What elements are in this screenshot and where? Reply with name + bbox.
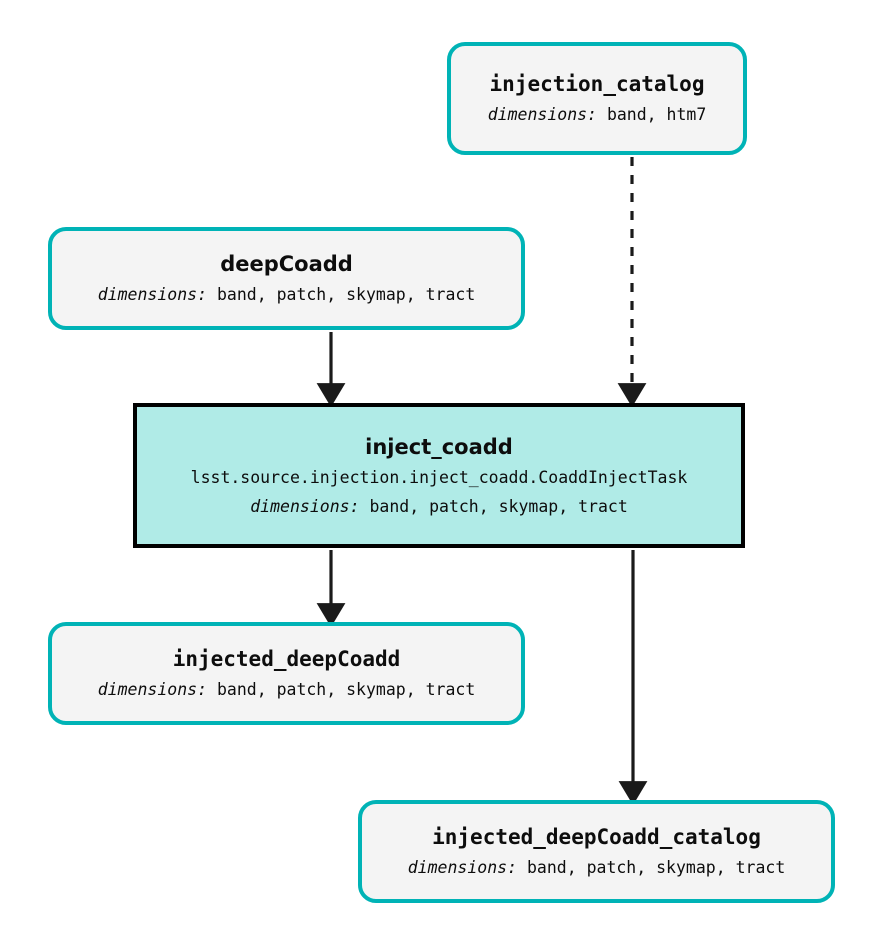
node-inject-coadd[interactable]: inject_coadd lsst.source.injection.injec… [133, 403, 745, 548]
dimensions-value: band, patch, skymap, tract [216, 680, 476, 700]
dimensions-value: band, patch, skymap, tract [369, 496, 628, 516]
node-inject-coadd-class: lsst.source.injection.inject_coadd.Coadd… [190, 467, 688, 487]
node-injected-deepcoadd-title: injected_deepCoadd [172, 647, 401, 672]
node-injection-catalog[interactable]: injection_catalog dimensions: band, htm7 [447, 42, 747, 155]
node-injected-deepcoadd[interactable]: injected_deepCoadd dimensions: band, pat… [48, 622, 525, 725]
dimensions-label: dimensions: [97, 680, 208, 700]
dimensions-value: band, patch, skymap, tract [526, 858, 786, 878]
node-inject-coadd-dimensions: dimensions: band, patch, skymap, tract [250, 497, 628, 517]
node-deep-coadd[interactable]: deepCoadd dimensions: band, patch, skyma… [48, 227, 525, 330]
dimensions-label: dimensions: [487, 105, 597, 125]
dimensions-value: band, patch, skymap, tract [216, 285, 476, 305]
node-deep-coadd-title: deepCoadd [220, 252, 353, 277]
dimensions-label: dimensions: [407, 858, 518, 878]
node-deep-coadd-dimensions: dimensions: band, patch, skymap, tract [98, 285, 476, 305]
node-injected-deepcoadd-catalog-dimensions: dimensions: band, patch, skymap, tract [408, 858, 786, 878]
dimensions-label: dimensions: [97, 285, 208, 305]
node-injected-deepcoadd-dimensions: dimensions: band, patch, skymap, tract [98, 680, 476, 700]
dimensions-label: dimensions: [250, 496, 360, 516]
dimensions-value: band, htm7 [606, 105, 707, 125]
node-injected-deepcoadd-catalog[interactable]: injected_deepCoadd_catalog dimensions: b… [358, 800, 835, 903]
node-injection-catalog-dimensions: dimensions: band, htm7 [488, 105, 707, 125]
node-injection-catalog-title: injection_catalog [489, 72, 705, 97]
node-inject-coadd-title: inject_coadd [365, 434, 513, 459]
node-injected-deepcoadd-catalog-title: injected_deepCoadd_catalog [432, 825, 761, 850]
